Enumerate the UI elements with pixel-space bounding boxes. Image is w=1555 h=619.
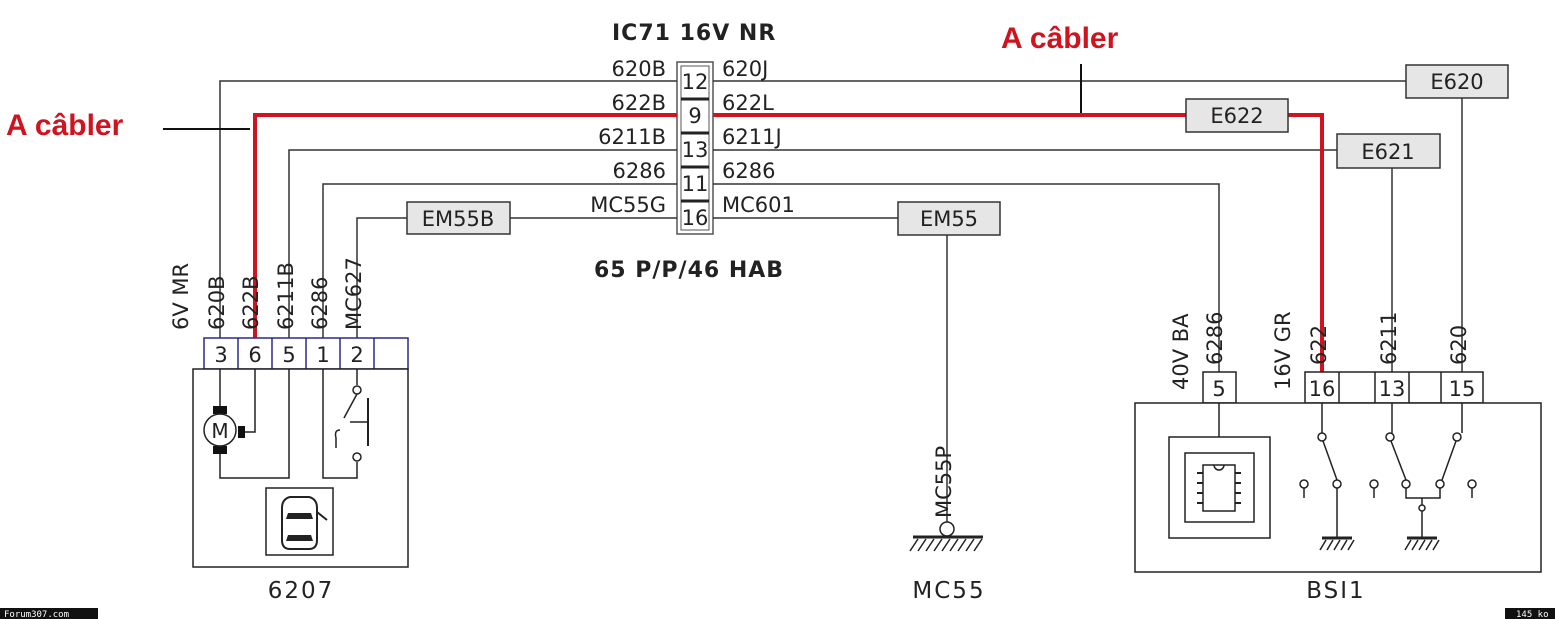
wire-label-mc601: MC601 bbox=[722, 193, 795, 217]
svg-text:145 ko: 145 ko bbox=[1516, 610, 1549, 619]
svg-text:Forum307.com: Forum307.com bbox=[4, 610, 69, 619]
pin-5: 5 bbox=[282, 343, 295, 367]
label-6211b: 6211B bbox=[274, 262, 298, 330]
wire-622-highlight bbox=[253, 113, 1324, 372]
label-6286: 6286 bbox=[308, 277, 332, 330]
bsi-connector-label-a: 40V BA bbox=[1169, 313, 1193, 390]
wire-label-6211j: 6211J bbox=[722, 125, 782, 149]
bsi-name: BSI1 bbox=[1306, 578, 1365, 604]
svg-text:M: M bbox=[211, 419, 228, 443]
connector-title: IC71 16V NR bbox=[612, 21, 776, 46]
bsi-pin-13: 13 bbox=[1379, 377, 1406, 401]
ground-hatch-icon bbox=[909, 538, 983, 552]
pin-3: 3 bbox=[214, 343, 227, 367]
ic71-pin-16: 16 bbox=[682, 206, 709, 230]
motor-icon: M bbox=[203, 398, 245, 466]
component-6207-name: 6207 bbox=[268, 578, 335, 604]
bsi-pin-15: 15 bbox=[1449, 377, 1476, 401]
pin-2: 2 bbox=[350, 343, 363, 367]
annotation-top: A câbler bbox=[1001, 22, 1119, 55]
footer-size-right: 145 ko bbox=[1505, 608, 1555, 619]
ground-mc55: MC55P MC55 bbox=[909, 446, 985, 604]
bsi-switches-icon bbox=[1299, 403, 1477, 540]
wire-label-mc55g: MC55G bbox=[590, 193, 666, 217]
wire-label-6286-left: 6286 bbox=[613, 159, 666, 183]
pin-6: 6 bbox=[248, 343, 261, 367]
bsi-pin-16: 16 bbox=[1309, 377, 1336, 401]
annotation-left: A câbler bbox=[6, 109, 124, 142]
splice-e621: E621 bbox=[1336, 133, 1441, 169]
ic71-pin-12: 12 bbox=[682, 70, 709, 94]
svg-text:E620: E620 bbox=[1430, 70, 1483, 94]
bsi-label-6286: 6286 bbox=[1203, 312, 1227, 365]
ic71-pin-9: 9 bbox=[688, 104, 701, 128]
wire-label-6211b: 6211B bbox=[598, 125, 666, 149]
microchip-icon bbox=[1168, 403, 1271, 539]
ic71-pin-11: 11 bbox=[682, 172, 709, 196]
label-mc55p: MC55P bbox=[932, 446, 956, 518]
bsi-label-6211: 6211 bbox=[1377, 312, 1401, 365]
svg-text:E621: E621 bbox=[1361, 140, 1414, 164]
component-bsi1: 40V BA 6286 16V GR 622 6211 620 5 16 13 … bbox=[1134, 311, 1542, 604]
splice-em55b: EM55B bbox=[406, 201, 511, 235]
bsi-label-622: 622 bbox=[1307, 325, 1331, 365]
ic71-pin-13: 13 bbox=[682, 138, 709, 162]
connector-subtitle: 65 P/P/46 HAB bbox=[594, 258, 784, 283]
label-mc627: MC627 bbox=[342, 257, 366, 330]
wire-label-620b: 620B bbox=[612, 57, 667, 81]
svg-text:EM55B: EM55B bbox=[422, 207, 495, 231]
car-door-icon bbox=[265, 487, 334, 556]
footer-watermark-left: Forum307.com bbox=[0, 608, 98, 619]
splice-e622: E622 bbox=[1185, 98, 1289, 133]
bsi-label-620: 620 bbox=[1447, 325, 1471, 365]
connector-label-6207: 6V MR bbox=[169, 263, 193, 330]
label-622b: 622B bbox=[239, 276, 263, 331]
svg-text:EM55: EM55 bbox=[920, 207, 978, 231]
ic71-connector: 12 9 13 11 16 bbox=[676, 61, 714, 235]
bsi-connector-label-b: 16V GR bbox=[1271, 311, 1295, 390]
wires bbox=[219, 80, 1463, 522]
bsi-pin-5: 5 bbox=[1212, 377, 1225, 401]
svg-text:E622: E622 bbox=[1210, 104, 1263, 128]
wire-label-6286-right: 6286 bbox=[722, 159, 775, 183]
switch-icon bbox=[334, 385, 369, 462]
wire-label-620j: 620J bbox=[722, 57, 768, 81]
splice-em55: EM55 bbox=[897, 201, 1001, 236]
splice-e620: E620 bbox=[1405, 64, 1509, 99]
wire-label-622b: 622B bbox=[612, 91, 667, 115]
label-620b: 620B bbox=[205, 276, 229, 331]
wire-label-622l: 622L bbox=[722, 91, 774, 115]
component-6207: 6V MR 620B 622B 6211B 6286 MC627 3 6 5 1… bbox=[169, 257, 409, 604]
ground-name: MC55 bbox=[912, 578, 985, 604]
bsi-ground-icon bbox=[1319, 539, 1440, 551]
pin-1: 1 bbox=[316, 343, 329, 367]
